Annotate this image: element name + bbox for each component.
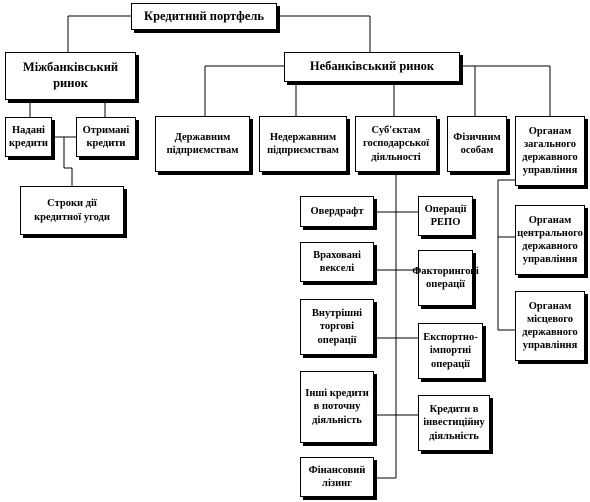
financial-leasing-node: Фінансовий лізинг (300, 457, 374, 497)
root-node: Кредитний портфель (131, 3, 277, 30)
general-gov-node: Органам загального державного управління (515, 116, 585, 186)
domestic-trade-node: Внутрішні торгові операції (300, 299, 374, 355)
overdraft-node: Овердрафт (300, 196, 374, 227)
investment-credits-node: Кредити в інвестиційну діяльність (418, 395, 490, 451)
interbank-market-node: Міжбанківський ринок (5, 52, 136, 100)
factoring-node: Факторингові операції (412, 250, 479, 306)
business-entities-node: Суб'єктам господарської діяльності (355, 116, 437, 172)
received-credits-node: Отримані кредити (76, 117, 136, 157)
local-gov-node: Органам місцевого державного управління (515, 291, 585, 361)
state-enterprises-node: Державним підприємствам (155, 116, 250, 172)
central-gov-node: Органам центрального державного управлін… (515, 205, 585, 275)
issued-credits-node: Надані кредити (5, 117, 52, 157)
individuals-node: Фізичним особам (447, 116, 507, 172)
nonstate-enterprises-node: Недержавним підприємствам (259, 116, 347, 172)
repo-node: Операції РЕПО (418, 196, 473, 236)
credit-terms-node: Строки дії кредитної угоди (20, 186, 124, 235)
export-import-node: Експортно-імпортні операції (418, 323, 483, 379)
nonbank-market-node: Небанківський ринок (284, 52, 460, 82)
other-current-credits-node: Інші кредити в поточну діяльність (300, 371, 374, 443)
discounted-bills-node: Враховані векселі (300, 242, 374, 282)
